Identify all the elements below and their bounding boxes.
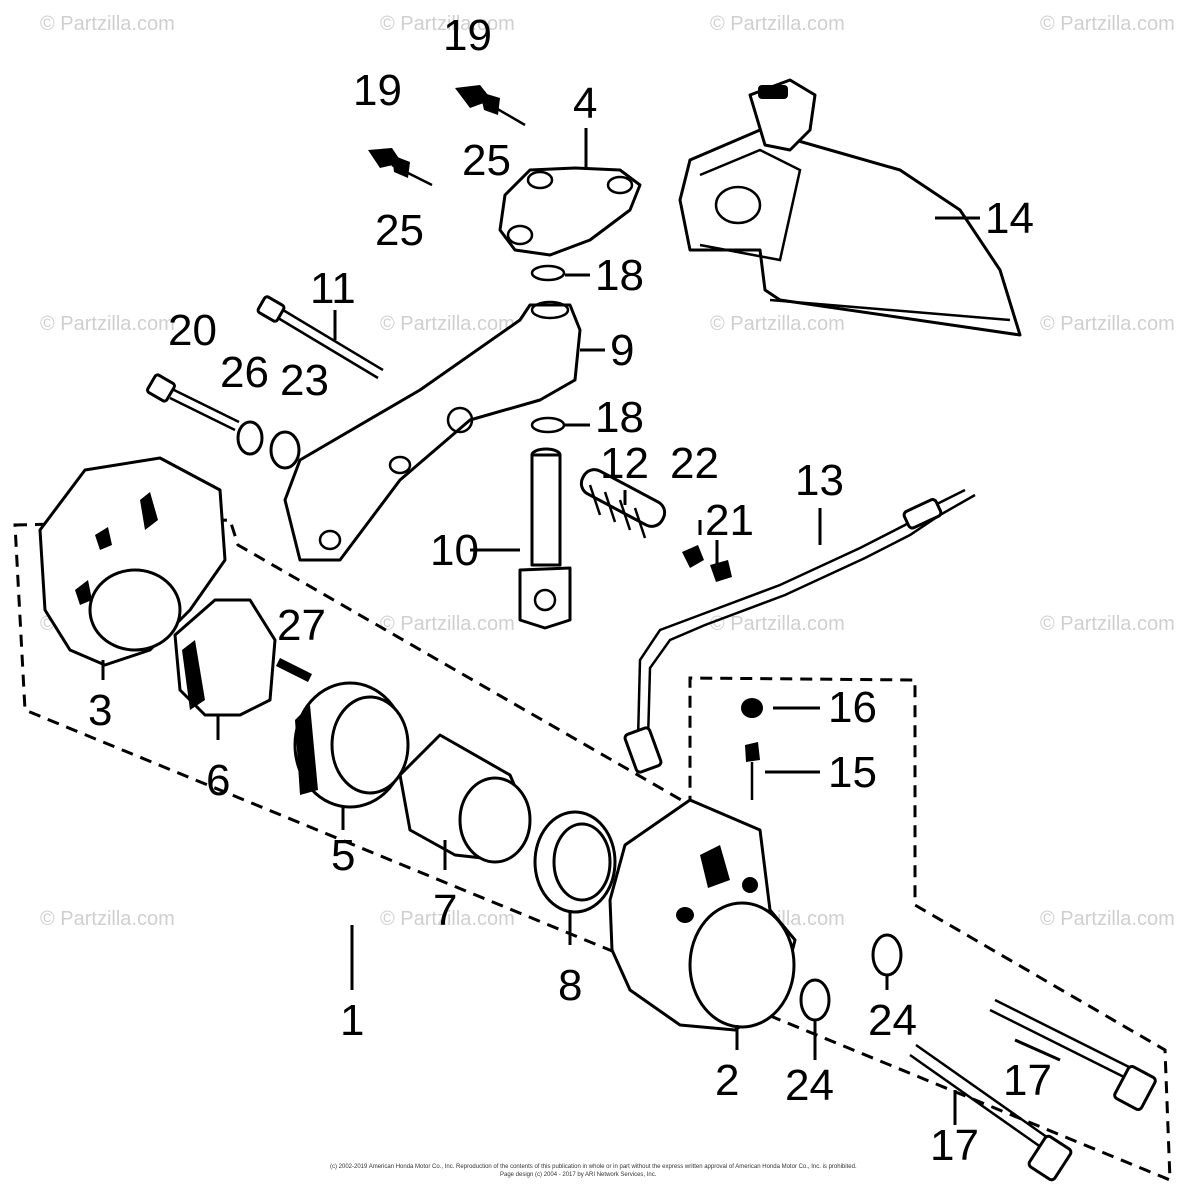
part-27-pin[interactable] — [276, 658, 312, 682]
callout-19-upper: 19 — [443, 11, 492, 60]
callout-14: 14 — [985, 194, 1034, 243]
leader-lines — [101, 128, 1061, 1125]
callout-3: 3 — [88, 686, 112, 735]
assembly-boundary — [13, 518, 1172, 1183]
callout-2: 2 — [715, 1056, 739, 1105]
callout-23: 23 — [280, 356, 329, 405]
part-16-cap[interactable] — [741, 698, 763, 718]
callout-22: 22 — [670, 439, 719, 488]
callout-24-upper: 24 — [868, 996, 917, 1045]
watermark: © Partzilla.com — [380, 313, 515, 335]
watermark: © Partzilla.com — [1040, 908, 1175, 930]
watermark: © Partzilla.com — [710, 313, 845, 335]
callout-25-upper: 25 — [462, 136, 511, 185]
callout-27: 27 — [277, 601, 326, 650]
copyright-line-1: (c) 2002-2019 American Honda Motor Co., … — [330, 1164, 857, 1170]
part-18-oring-upper[interactable] — [530, 264, 566, 282]
watermark: © Partzilla.com — [1040, 313, 1175, 335]
part-23-washer[interactable] — [269, 430, 301, 470]
part-15-bleeder-valve[interactable] — [745, 742, 760, 800]
callout-21: 21 — [705, 496, 754, 545]
watermark: © Partzilla.com — [40, 13, 175, 35]
callout-9: 9 — [610, 326, 634, 375]
part-13-brake-pipe[interactable] — [623, 488, 976, 774]
callouts: 19 19 4 25 25 14 18 11 20 9 26 23 18 12 … — [88, 11, 1052, 1170]
part-17-bolt-lower[interactable] — [909, 1043, 1073, 1182]
watermark: © Partzilla.com — [380, 908, 515, 930]
part-17-bolt-upper[interactable] — [989, 998, 1157, 1112]
callout-19-lower: 19 — [353, 66, 402, 115]
part-22-boot[interactable] — [682, 545, 704, 568]
part-3-caliper-body[interactable] — [38, 456, 227, 667]
part-11-bolt[interactable] — [256, 295, 384, 380]
callout-25-lower: 25 — [375, 206, 424, 255]
callout-7: 7 — [433, 886, 457, 935]
part-9-caliper-holder[interactable] — [283, 300, 582, 562]
callout-15: 15 — [828, 748, 877, 797]
part-4-bracket[interactable] — [498, 166, 642, 257]
callout-11: 11 — [310, 264, 356, 313]
callout-12: 12 — [600, 439, 649, 488]
callout-18-upper: 18 — [595, 251, 644, 300]
watermark: © Partzilla.com — [380, 13, 515, 35]
watermark: © Partzilla.com — [380, 613, 515, 635]
callout-26: 26 — [220, 348, 269, 397]
callout-17-upper: 17 — [1003, 1056, 1052, 1105]
callout-20: 20 — [168, 306, 217, 355]
callout-16: 16 — [828, 683, 877, 732]
part-8-dust-seal[interactable] — [533, 810, 617, 914]
part-24-washer-upper[interactable] — [871, 933, 903, 977]
watermark: © Partzilla.com — [710, 13, 845, 35]
part-24-washer-lower[interactable] — [799, 978, 831, 1022]
part-20-bolt[interactable] — [146, 373, 240, 432]
part-7-piston[interactable] — [398, 733, 532, 864]
part-18-oring-lower[interactable] — [530, 416, 566, 434]
part-2-caliper-cylinder[interactable] — [608, 798, 797, 1032]
part-19-25-bleeder-upper[interactable] — [455, 85, 526, 127]
callout-24-lower: 24 — [785, 1061, 834, 1110]
callout-10: 10 — [430, 526, 479, 575]
callout-6: 6 — [206, 756, 230, 805]
watermark: © Partzilla.com — [40, 313, 175, 335]
part-6-brake-pad[interactable] — [173, 598, 277, 717]
watermark: © Partzilla.com — [710, 613, 845, 635]
callout-5: 5 — [331, 831, 355, 880]
callout-13: 13 — [795, 456, 844, 505]
part-21-cap[interactable] — [710, 560, 732, 582]
watermark: © Partzilla.com — [40, 908, 175, 930]
callout-1: 1 — [340, 996, 364, 1045]
callout-17-lower: 17 — [930, 1121, 979, 1170]
callout-4: 4 — [573, 79, 597, 128]
copyright-line-2: Page design (c) 2004 - 2017 by ARI Netwo… — [500, 1172, 657, 1178]
watermark: © Partzilla.com — [1040, 13, 1175, 35]
part-12-spring[interactable] — [577, 465, 669, 539]
part-14-guard[interactable] — [678, 78, 1022, 337]
part-19-25-bleeder-lower[interactable] — [368, 148, 433, 187]
callout-8: 8 — [558, 961, 582, 1010]
part-26-spacer[interactable] — [236, 420, 264, 456]
callout-18-lower: 18 — [595, 393, 644, 442]
part-5-piston-seal[interactable] — [293, 681, 410, 809]
part-10-pivot-pin[interactable] — [518, 447, 572, 630]
watermark: © Partzilla.com — [1040, 613, 1175, 635]
